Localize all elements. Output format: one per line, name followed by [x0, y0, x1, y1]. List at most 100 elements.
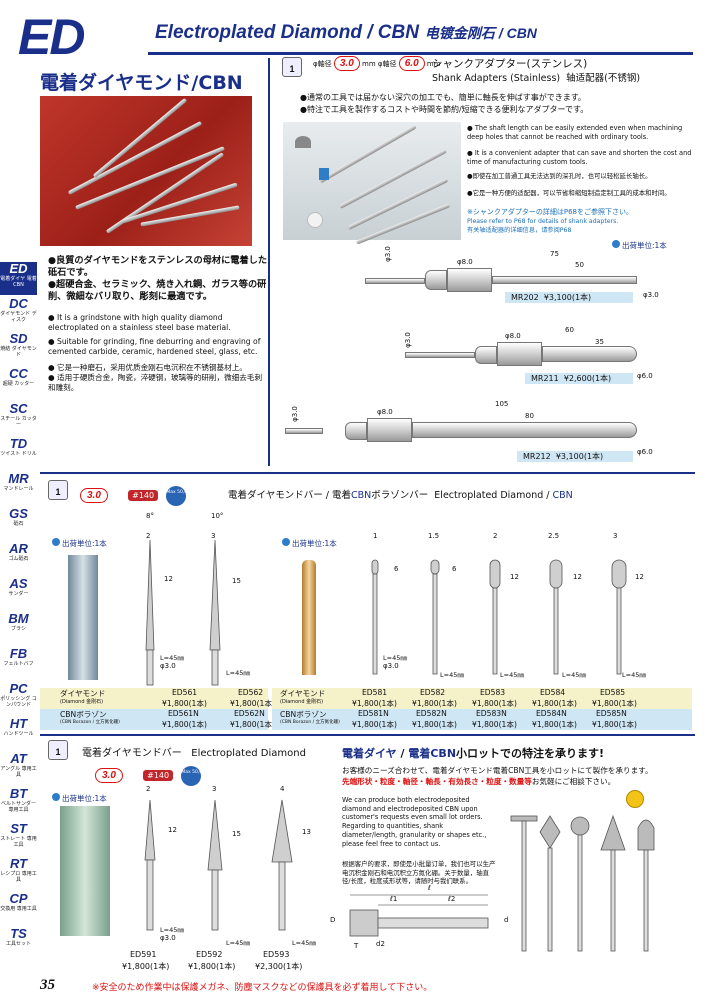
sidebar-sub: アングル 専用工具 — [0, 766, 37, 778]
bars-grit: #140 — [128, 490, 159, 501]
shank-cn-2: ●它是一种方便的适配器，可以节省和缩短制造定制工具的成本和时间。 — [467, 189, 671, 197]
thumbs-up-icon — [626, 790, 644, 808]
diabar-dia-2: 3 — [212, 785, 217, 793]
ed591: ED591 — [130, 950, 157, 959]
mr212-diagram: φ3.0 105 80 φ8.0 φ6.0 MR212 ¥3,100(1本) — [285, 396, 695, 466]
ed585n: ED585N — [596, 709, 627, 718]
special-en: We can produce both electrodeposited dia… — [342, 796, 487, 848]
mm-unit-2: mm — [426, 60, 441, 68]
sidebar-sub: サンダー — [8, 591, 29, 597]
ed582-price: ¥1,800(1本) — [412, 699, 457, 708]
mr212-price-box: MR212 ¥3,100(1本) — [517, 451, 633, 462]
product-photo-tools — [40, 96, 252, 246]
right-head-1: 6 — [394, 565, 399, 573]
diabar-dia-3: 4 — [280, 785, 285, 793]
right-dia-price-row: (Diamond 金刚石) ¥1,800(1本) ¥1,800(1本) ¥1,8… — [272, 698, 692, 709]
sidebar-code: GS — [9, 506, 28, 521]
special-shapes-svg — [510, 814, 655, 952]
sidebar-sub: ブラシ — [11, 626, 26, 632]
shank-title-jp: シャンクアダプター(ステンレス) — [432, 58, 588, 70]
sidebar-code: AS — [9, 576, 28, 591]
ed591-price: ¥1,800(1本) — [122, 962, 170, 971]
right-cbn-label: CBNボラゾン — [280, 710, 327, 719]
ed582n-price: ¥1,800(1本) — [412, 720, 457, 729]
mr211-l: 35 — [595, 338, 604, 346]
right-L-2: L=45㎜ — [440, 671, 464, 679]
qty-badge: 1 — [282, 57, 302, 77]
bars-dia: 3.0 — [80, 488, 108, 503]
left-cbn-price-row: (CBN Borazon / 立方氮化硼) ¥1,800(1本) ¥1,800(… — [40, 719, 275, 730]
left-cbn-label-en: (CBN Borazon / 立方氮化硼) — [60, 720, 120, 725]
bars-title-en: Electroplated Diamond / — [434, 490, 550, 501]
shank-unit-label: 出荷単位:1本 — [622, 241, 667, 250]
dim-l1: ℓ1 — [390, 895, 398, 903]
sidebar-code: TS — [10, 926, 27, 941]
ed562: ED562 — [238, 688, 264, 697]
special-title: 電着ダイヤ / 電着CBN小ロットでの特注を承ります! — [342, 747, 605, 760]
bars-right-unit-label: 出荷単位:1本 — [292, 539, 337, 548]
diabar-photo — [60, 806, 110, 936]
left-dia-price-row: (Diamond 金刚石) ¥1,800(1本) ¥1,800(1本) — [40, 698, 275, 709]
left-head-2: 15 — [232, 577, 241, 585]
mr212-name: MR212 — [523, 452, 551, 461]
page-number: 35 — [40, 977, 55, 993]
mr212-out: φ6.0 — [637, 448, 653, 456]
ed581-price: ¥1,800(1本) — [352, 699, 397, 708]
mr211-L: 60 — [565, 326, 574, 334]
diabar-L-3: L=45㎜ — [292, 939, 316, 947]
right-head-2: 6 — [452, 565, 457, 573]
ed561n: ED561N — [168, 709, 199, 718]
special-title-a: 電着ダイヤ — [342, 747, 397, 760]
bars-right-unit: 出荷単位:1本 — [282, 538, 337, 549]
sidebar-code: ST — [10, 821, 27, 836]
special-jp-tail: お気軽にご相談下さい。 — [531, 776, 616, 786]
diabar-max-rpm: Max 50,000 min⁻¹ — [181, 766, 222, 786]
right-cbn-row: CBNボラゾン ED581N ED582N ED583N ED584N ED58… — [272, 709, 692, 720]
bars-specs: 3.0 #140 Max 50,000 min⁻¹ — [80, 486, 207, 506]
right-dia-row: ダイヤモンド ED581 ED582 ED583 ED584 ED585 — [272, 688, 692, 699]
ed562n: ED562N — [234, 709, 265, 718]
sidebar-code: BM — [8, 611, 29, 626]
mm-unit-1: mm — [362, 60, 376, 68]
sidebar-sub: 工具セット — [5, 941, 31, 947]
shank-ref: ※シャンクアダプターの詳細はP68をご参照下さい。 Please refer t… — [467, 208, 697, 235]
ed561: ED561 — [172, 688, 198, 697]
left-angle-2: 10° — [211, 512, 224, 520]
bars-title-jp: 電着ダイヤモンドバー / 電着 — [228, 490, 351, 501]
left-dia-label-en: (Diamond 金刚石) — [60, 699, 104, 705]
ed581: ED581 — [362, 688, 388, 697]
ed561n-price: ¥1,800(1本) — [162, 720, 207, 729]
mr211-d: φ8.0 — [505, 332, 521, 340]
right-dia-1: 1 — [373, 532, 378, 540]
intro-text: ●良質のダイヤモンドをステンレスの母材に電着した砥石です。 ●超硬合金、セラミッ… — [48, 255, 268, 393]
right-dia-4: 2.5 — [548, 532, 560, 540]
ed592: ED592 — [196, 950, 223, 959]
phi-label: φ軸径 — [313, 60, 332, 68]
mr202-price-box: MR202 ¥3,100(1本) — [505, 292, 633, 303]
sidebar-code: RT — [9, 856, 28, 871]
dim-d: d — [504, 916, 509, 924]
sidebar-code: AR — [9, 541, 28, 556]
